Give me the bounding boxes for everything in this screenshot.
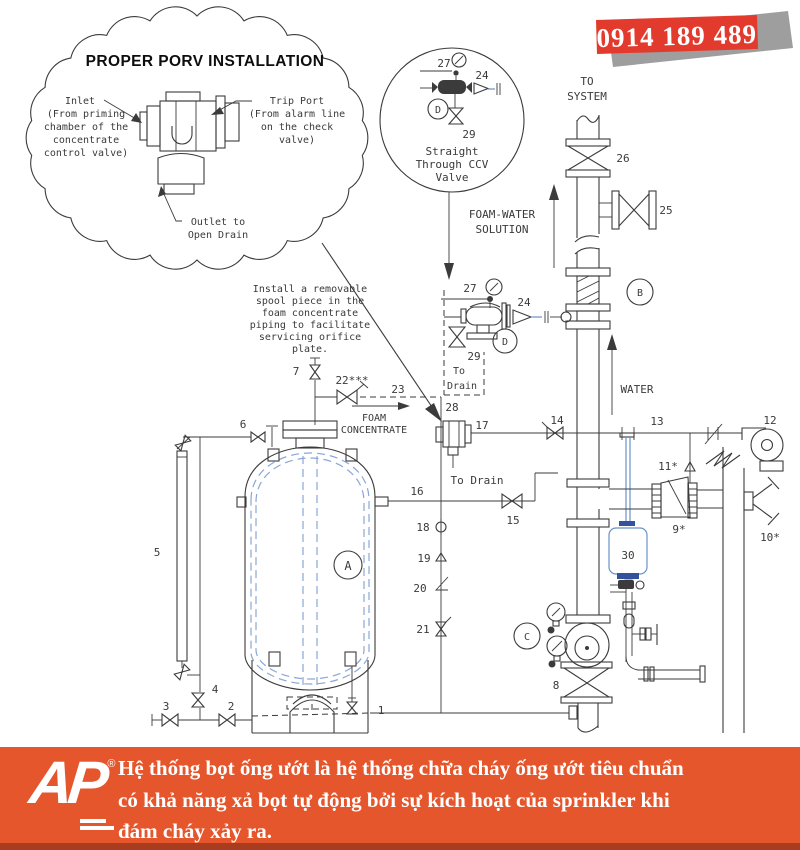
svg-text:(From alarm line: (From alarm line — [249, 109, 345, 120]
ap-logo-text: AP — [26, 749, 107, 816]
cloud-title: PROPER PORV INSTALLATION — [86, 53, 325, 70]
part-label-29: 29 — [467, 350, 480, 363]
part-label-23: 23 — [391, 383, 404, 396]
svg-text:Open Drain: Open Drain — [188, 230, 248, 241]
part-label-1: 1 — [378, 704, 385, 717]
water-label: WATER — [620, 383, 653, 396]
flow-labels: FOAM-WATER SOLUTION WATER — [469, 184, 654, 415]
left-piping: 6 5 4 3 2 — [151, 418, 371, 728]
part-label-12: 12 — [763, 414, 776, 427]
svg-text:Valve: Valve — [435, 171, 468, 184]
drain-column: 16 15 To Drain 18 19 20 21 — [370, 397, 578, 720]
to-drain-mid-label: To Drain — [451, 474, 504, 487]
svg-text:plate.: plate. — [292, 344, 328, 355]
cloud-leaders — [103, 99, 252, 222]
part-label-19: 19 — [417, 552, 430, 565]
porv-device — [139, 91, 240, 195]
bladder-tank: A 1 — [236, 420, 389, 734]
part-label-26: 26 — [616, 152, 629, 165]
part-label-11: 11* — [658, 460, 678, 473]
svg-text:on the check: on the check — [261, 122, 333, 133]
part-label-6: 6 — [240, 418, 247, 431]
part-label-28: 28 — [445, 401, 458, 414]
caption-line: đám cháy xảy ra. — [118, 819, 272, 843]
letter-c: C — [524, 632, 530, 643]
badge-plate — [596, 15, 758, 54]
part-label-17: 17 — [475, 419, 488, 432]
svg-text:chamber of the: chamber of the — [44, 122, 128, 133]
part-label-13: 13 — [650, 415, 663, 428]
part-label-20: 20 — [413, 582, 426, 595]
part-label-14: 14 — [550, 414, 564, 427]
logo-tagline — [80, 819, 114, 833]
part-label-3: 3 — [163, 700, 170, 713]
part-label-18: 18 — [416, 521, 429, 534]
svg-text:Through CCV: Through CCV — [416, 158, 489, 171]
cloud-labels: Inlet (From priming chamber of the conce… — [44, 96, 345, 241]
part-label-24-detail: 24 — [475, 69, 489, 82]
letter-b: B — [637, 288, 643, 299]
part-label-25: 25 — [659, 204, 672, 217]
part-label-27-detail: 27 — [437, 57, 450, 70]
svg-text:valve): valve) — [279, 135, 315, 146]
phone-number: 0914 189 489 — [596, 19, 757, 53]
ap-logo: AP® — [26, 749, 120, 843]
system-riser: TO SYSTEM 26 25 B — [513, 75, 706, 733]
svg-text:SOLUTION: SOLUTION — [476, 223, 529, 236]
part-label-30: 30 — [621, 549, 634, 562]
cloud-outline — [25, 6, 369, 270]
part-label-15: 15 — [506, 514, 519, 527]
letter-d-detail: D — [435, 105, 441, 116]
piping-diagram: PROPER PORV INSTALLATION Inlet — [25, 6, 793, 734]
svg-text:(From priming: (From priming — [47, 109, 125, 120]
part-label-9: 9* — [672, 523, 685, 536]
part-label-8: 8 — [553, 679, 560, 692]
phone-badge: 0914 189 489 — [596, 11, 793, 67]
foam-concentrate-line: 7 22*** 23 FOAM CONCENTRATE — [293, 357, 441, 436]
svg-text:servicing orifice: servicing orifice — [259, 332, 361, 343]
foam-water-label: FOAM-WATER — [469, 208, 536, 221]
banner-caption: Hệ thống bọt ống ướt là hệ thống chữa ch… — [118, 753, 790, 848]
part-label-21: 21 — [416, 623, 429, 636]
caption-line: có khả năng xả bọt tự động bởi sự kích h… — [118, 787, 670, 812]
part-label-24: 24 — [517, 296, 531, 309]
part-label-2: 2 — [228, 700, 235, 713]
svg-text:concentrate: concentrate — [53, 135, 119, 146]
svg-text:Install a removable: Install a removable — [253, 284, 367, 295]
caption-banner: AP® Hệ thống bọt ống ướt là hệ thống chữ… — [0, 747, 800, 850]
banner-bottom-strip — [0, 843, 800, 850]
caption-line: Hệ thống bọt ống ướt là hệ thống chữa ch… — [118, 756, 684, 780]
part-label-7: 7 — [293, 365, 300, 378]
letter-d: D — [502, 337, 508, 348]
ccv-assembly: 27 24 D 29 To Drain 28 — [435, 278, 742, 468]
porv-cloud-callout: PROPER PORV INSTALLATION Inlet — [25, 6, 442, 422]
svg-text:Drain: Drain — [447, 381, 477, 392]
inlet-label: Inlet — [65, 96, 95, 107]
detail-caption: Straight — [426, 145, 479, 158]
right-side: 13 12 11* 30 9* — [608, 414, 784, 733]
part-label-27: 27 — [463, 282, 476, 295]
part-label-4: 4 — [212, 683, 219, 696]
svg-text:CONCENTRATE: CONCENTRATE — [341, 425, 407, 436]
trip-port-label: Trip Port — [270, 96, 324, 107]
to-system-label: TO — [580, 75, 593, 88]
spool-piece-note: Install a removable spool piece in the f… — [250, 284, 370, 355]
to-drain-stacked: To — [453, 366, 465, 377]
part-label-29-detail: 29 — [462, 128, 475, 141]
letter-a: A — [344, 559, 352, 573]
registered-mark: ® — [107, 758, 116, 770]
svg-text:foam concentrate: foam concentrate — [262, 308, 358, 319]
part-label-16: 16 — [410, 485, 423, 498]
svg-text:control valve): control valve) — [44, 148, 128, 159]
svg-text:spool piece in the: spool piece in the — [256, 296, 364, 307]
foam-concentrate-label: FOAM — [362, 413, 386, 424]
part-label-10: 10* — [760, 531, 780, 544]
svg-text:SYSTEM: SYSTEM — [567, 90, 607, 103]
svg-text:piping to facilitate: piping to facilitate — [250, 320, 370, 331]
ccv-detail-circle: 27 24 29 D Straight Through CCV Valve — [379, 47, 525, 280]
part-label-22: 22*** — [335, 374, 368, 387]
part-label-5: 5 — [154, 546, 161, 559]
outlet-label: Outlet to — [191, 217, 245, 228]
